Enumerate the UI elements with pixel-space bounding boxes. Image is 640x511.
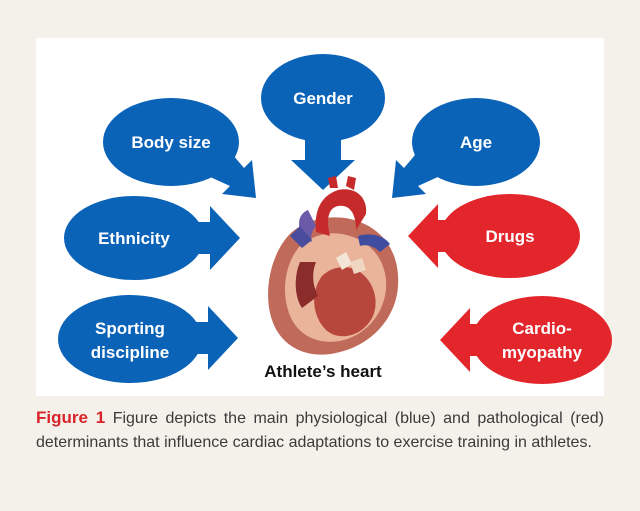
gender-bubble: Gender (261, 54, 385, 190)
cardiomyopathy-label-line2: myopathy (502, 343, 583, 362)
age-bubble: Age (392, 98, 540, 198)
ethnicity-bubble: Ethnicity (64, 196, 240, 280)
body-size-label: Body size (131, 133, 210, 152)
cardiomyopathy-label-line1: Cardio- (512, 319, 572, 338)
cardiomyopathy-bubble: Cardio- myopathy (440, 296, 612, 384)
ethnicity-label: Ethnicity (98, 229, 170, 248)
athletes-heart-label: Athlete’s heart (264, 362, 382, 381)
drugs-bubble: Drugs (408, 194, 580, 278)
body-size-bubble: Body size (103, 98, 256, 198)
sporting-discipline-label-line2: discipline (91, 343, 169, 362)
drugs-label: Drugs (485, 227, 534, 246)
gender-label: Gender (293, 89, 353, 108)
sporting-discipline-label-line1: Sporting (95, 319, 165, 338)
figure-number: Figure 1 (36, 408, 105, 427)
age-label: Age (460, 133, 492, 152)
heart-anatomy-icon (268, 176, 398, 355)
sporting-discipline-bubble: Sporting discipline (58, 295, 238, 383)
caption-text: Figure depicts the main physiological (b… (36, 410, 604, 451)
figure-caption: Figure 1 Figure depicts the main physiol… (36, 406, 604, 455)
